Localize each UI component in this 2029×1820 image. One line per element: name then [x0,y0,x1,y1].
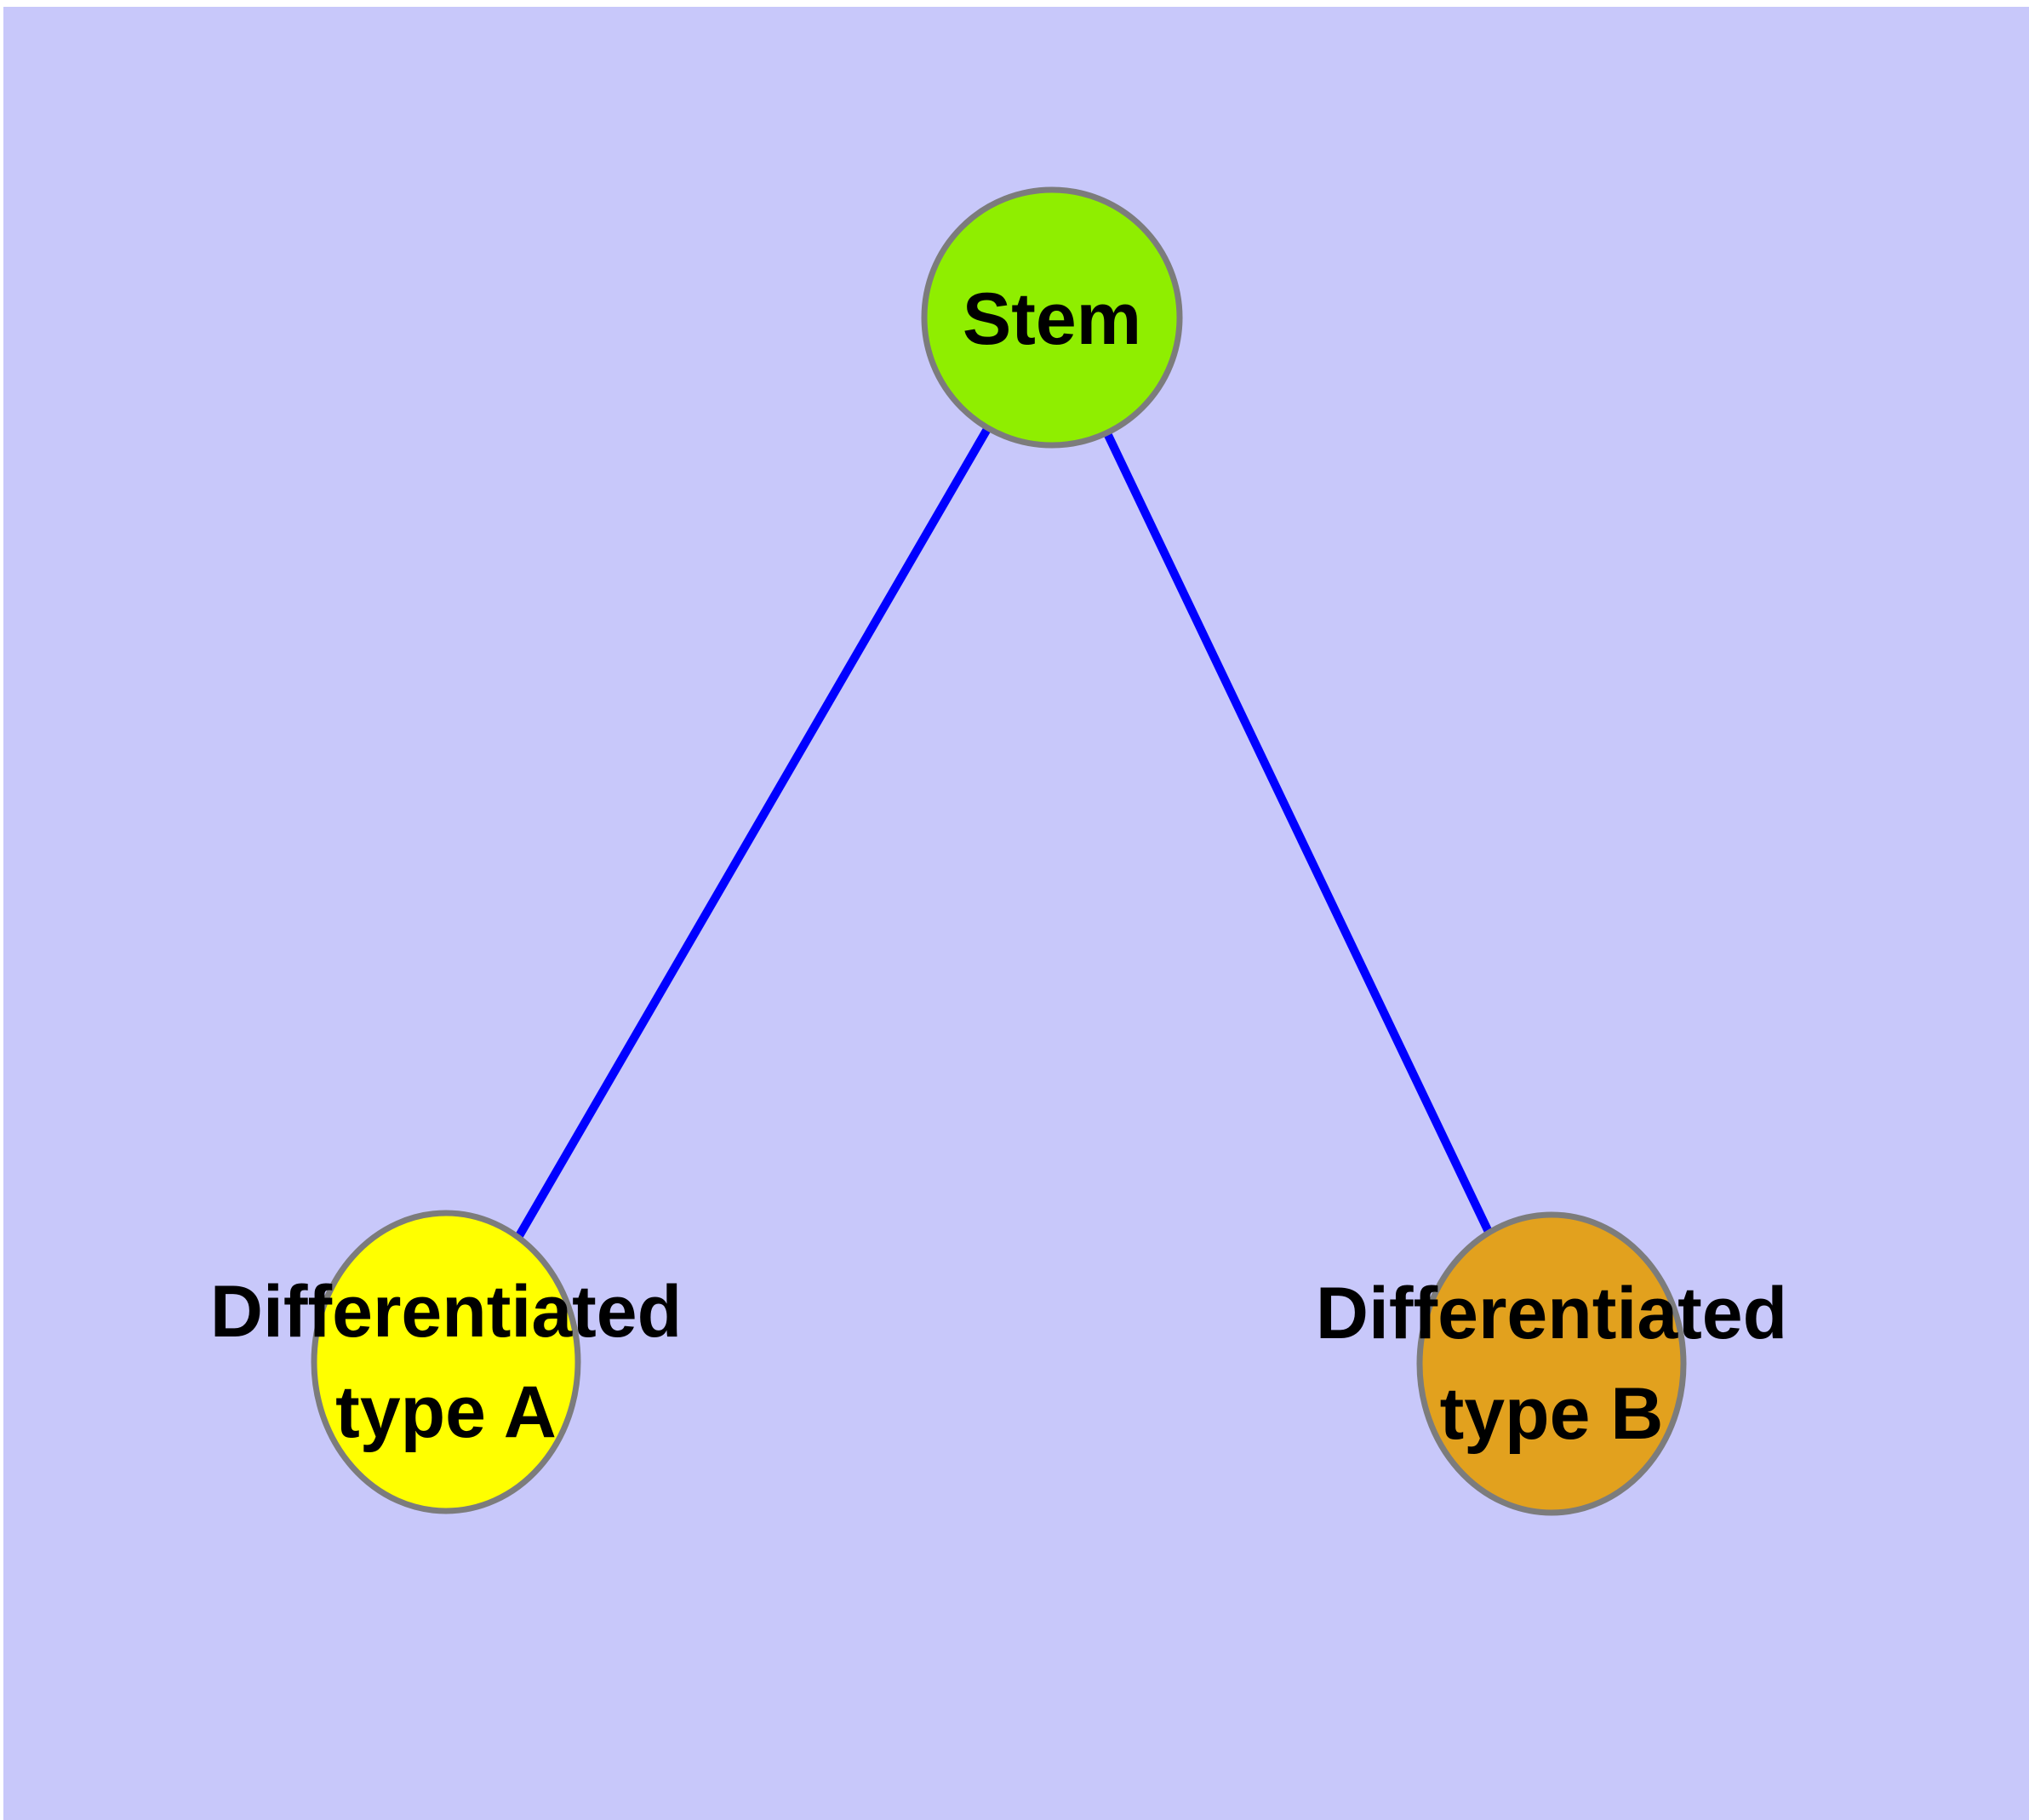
type-a-node-circle [311,1210,581,1514]
edge-stem-to-type-a [442,315,1056,1365]
stem-node-circle [921,186,1183,449]
type-b-node-circle [1416,1211,1687,1516]
edge-stem-to-type-b [1048,315,1556,1366]
